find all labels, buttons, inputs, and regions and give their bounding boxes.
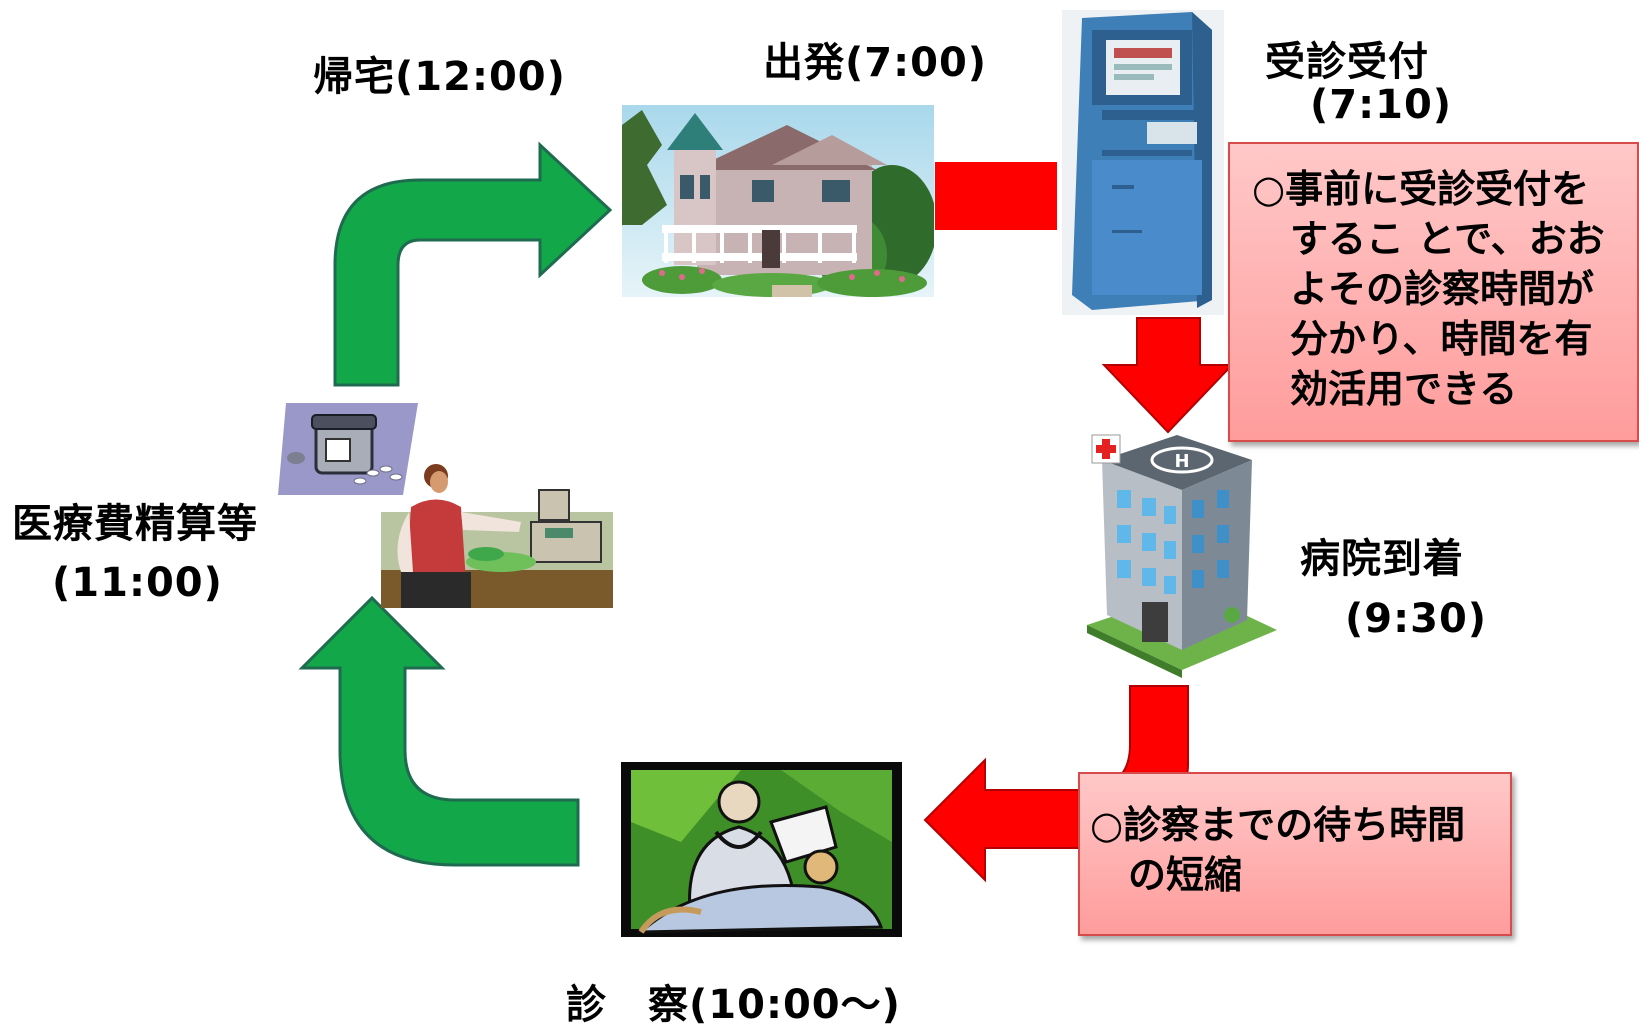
reception-callout-line: ○事前に受診受付を — [1252, 167, 1590, 211]
home-return-label: 帰宅(12:00) — [313, 54, 566, 100]
reception-time: (7:10) — [1310, 82, 1453, 128]
svg-text:H: H — [1174, 451, 1189, 472]
waiting-callout-line: ○診察までの待ち時間 — [1090, 803, 1466, 847]
red-arrow-kiosk-to-hospital — [1101, 317, 1235, 434]
red-bar-house-to-kiosk — [935, 162, 1057, 230]
arrival-title: 病院到着 — [1300, 536, 1464, 582]
reception-callout-line: 効活用できる — [1252, 367, 1518, 411]
reception-callout: ○事前に受診受付を するこ とで、おお よその診察時間が 分かり、時間を有 効活… — [1228, 142, 1639, 442]
departure-label: 出発(7:00) — [763, 40, 988, 86]
reception-title: 受診受付 — [1265, 39, 1429, 85]
billing-time: (11:00) — [52, 560, 223, 606]
green-arrow-to-house — [333, 141, 613, 387]
cashier-icon — [381, 464, 613, 608]
doctor-patient-icon — [621, 762, 902, 937]
house-icon — [622, 105, 934, 297]
arrival-time: (9:30) — [1345, 596, 1488, 642]
reception-callout-line: 分かり、時間を有 — [1252, 317, 1593, 361]
reception-callout-line: するこ とで、おお — [1252, 217, 1605, 261]
green-arrow-to-billing — [298, 595, 580, 867]
exam-label: 診 察(10:00～) — [566, 982, 901, 1027]
hospital-icon: H — [1087, 434, 1277, 678]
kiosk-icon — [1062, 10, 1224, 315]
waiting-callout-line: の短縮 — [1090, 853, 1243, 897]
billing-title: 医療費精算等 — [12, 501, 258, 547]
reception-callout-line: よその診察時間が — [1252, 267, 1595, 311]
medicine-icon — [278, 403, 418, 495]
waiting-callout: ○診察までの待ち時間 の短縮 — [1078, 772, 1512, 936]
